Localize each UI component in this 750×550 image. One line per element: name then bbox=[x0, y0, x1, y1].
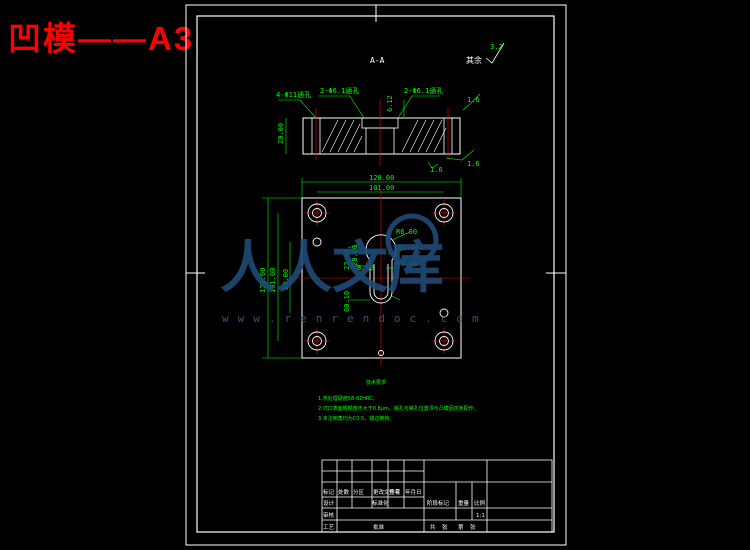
surface-finish-icon bbox=[485, 42, 505, 64]
tb-scale-label: 比例 bbox=[474, 499, 486, 507]
tb-date: 年月日 bbox=[405, 488, 422, 496]
tech-heading: 技术要求 bbox=[366, 379, 386, 386]
dim-hole-spacing: 101.00 bbox=[369, 184, 394, 192]
tb-stage-mark: 阶段标记 bbox=[427, 499, 450, 507]
watermark: 人人文库 www.renrendoc.com bbox=[220, 213, 488, 325]
tech-line-2: 2.刃口表面粗糙度不大于0.8μm，销孔与螺孔位置须与凸模固定板配作。 bbox=[318, 405, 479, 412]
dim-left-a: 101.00 bbox=[269, 268, 277, 293]
watermark-text: 人人文库 bbox=[220, 236, 444, 301]
dim-h-b: 60.10 bbox=[343, 291, 351, 312]
tech-line-1: 1.热处理硬度58-62HRC。 bbox=[318, 395, 378, 402]
dim-depth: 6.12 bbox=[386, 95, 394, 112]
title-block-text: 标记 处数 分区 更改文件号 签名 年月日 设计 标准化 阶段标记 重量 比例 … bbox=[323, 488, 486, 531]
tb-change-doc: 更改文件号 bbox=[373, 488, 401, 496]
tb-approve: 批准 bbox=[373, 523, 385, 531]
dim-w-b: 8.00 bbox=[357, 264, 374, 272]
dim-holes-a: 4-Φ11通孔 bbox=[276, 90, 311, 99]
tb-weight: 重量 bbox=[458, 499, 470, 507]
tb-process: 工艺 bbox=[323, 524, 335, 531]
surface-finish-right-bottom: 1.6 bbox=[467, 160, 480, 168]
tb-scale: 1:1 bbox=[476, 513, 485, 519]
surface-finish-rest: 3.2 bbox=[490, 43, 503, 51]
tb-signature: 签名 bbox=[389, 488, 400, 496]
tb-sheet-a: 张 bbox=[442, 523, 448, 531]
watermark-logo-icon bbox=[385, 213, 439, 267]
tb-design: 设计 bbox=[323, 499, 335, 507]
title-block bbox=[321, 459, 553, 533]
tb-total: 共 bbox=[430, 523, 436, 531]
section-label: A-A bbox=[370, 56, 385, 65]
dim-r-b: R3.00 bbox=[398, 244, 419, 252]
surface-finish-right-top: 1.6 bbox=[467, 96, 480, 104]
rest-finish-label: 其余 bbox=[466, 55, 482, 65]
dim-holes-c: 2-Φ6.1通孔 bbox=[404, 86, 443, 95]
dim-height: 20.00 bbox=[277, 123, 285, 144]
tb-zone: 分区 bbox=[353, 488, 365, 496]
dim-left-b: 80.00 bbox=[282, 269, 290, 290]
tb-review: 审核 bbox=[323, 511, 335, 519]
dim-w-a: 20.00 bbox=[351, 245, 359, 266]
tech-requirements: 技术要求 1.热处理硬度58-62HRC。 2.刃口表面粗糙度不大于0.8μm，… bbox=[318, 379, 479, 422]
dim-overall-width: 120.00 bbox=[369, 174, 394, 182]
dim-overall-height: 120.00 bbox=[259, 268, 267, 293]
page-title: 凹模——A3 bbox=[8, 20, 195, 57]
watermark-url: www.renrendoc.com bbox=[222, 312, 488, 325]
tb-count: 处数 bbox=[338, 488, 350, 496]
tb-index: 第 bbox=[458, 523, 464, 531]
tb-mark: 标记 bbox=[323, 488, 335, 496]
section-view: 4-Φ11通孔 2-Φ6.1通孔 2-Φ6.1通孔 6.12 20.00 1.6… bbox=[276, 86, 481, 174]
surface-finish-left-bottom: 1.6 bbox=[430, 166, 443, 174]
tb-standardization: 标准化 bbox=[372, 499, 389, 507]
dim-r-a: R6.00 bbox=[396, 228, 417, 236]
tech-line-3: 3.未注倒角均为C0.5，锐边倒钝。 bbox=[318, 415, 394, 422]
tb-sheet-b: 张 bbox=[470, 523, 476, 531]
dim-h-a: 22.40 bbox=[343, 249, 351, 270]
dim-holes-b: 2-Φ6.1通孔 bbox=[320, 86, 359, 95]
plan-view: 120.00 101.00 120.00 101.00 80.00 R6.00 … bbox=[259, 174, 470, 366]
